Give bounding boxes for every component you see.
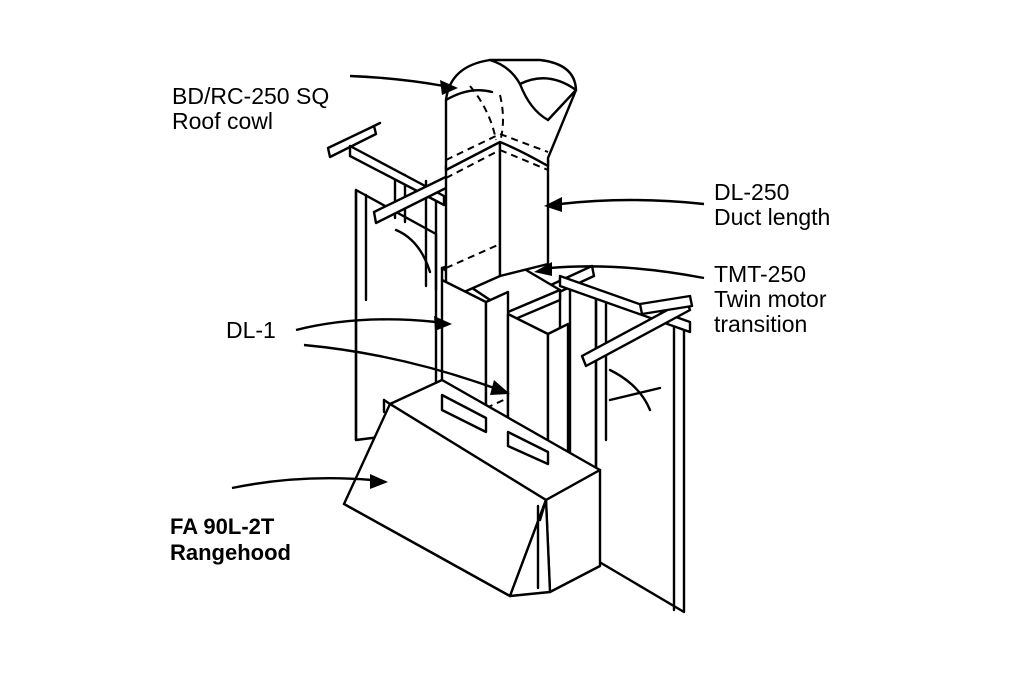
rangehood-desc: Rangehood bbox=[170, 540, 291, 565]
duct-length-250 bbox=[444, 138, 550, 302]
label-twin-motor-transition: TMT-250 Twin motor transition bbox=[714, 262, 826, 337]
roof-cowl-desc: Roof cowl bbox=[172, 108, 273, 134]
label-dl1: DL-1 bbox=[226, 318, 276, 343]
left-top-rail bbox=[326, 121, 464, 225]
label-duct-length: DL-250 Duct length bbox=[714, 180, 830, 230]
label-rangehood: FA 90L-2T Rangehood bbox=[170, 514, 291, 566]
roof-cowl-code: BD/RC-250 SQ bbox=[172, 83, 330, 109]
duct-length-desc: Duct length bbox=[714, 204, 831, 230]
leader-arrows bbox=[231, 74, 705, 490]
rangehood bbox=[342, 378, 602, 598]
label-roof-cowl: BD/RC-250 SQ Roof cowl bbox=[172, 84, 329, 134]
duct-length-code: DL-250 bbox=[714, 179, 790, 205]
twin-motor-desc1: Twin motor bbox=[714, 286, 827, 312]
roof-cowl bbox=[444, 58, 578, 172]
twin-motor-code: TMT-250 bbox=[714, 261, 807, 287]
dl1-code: DL-1 bbox=[226, 317, 276, 343]
rangehood-code: FA 90L-2T bbox=[170, 514, 275, 539]
twin-motor-desc2: transition bbox=[714, 311, 808, 337]
